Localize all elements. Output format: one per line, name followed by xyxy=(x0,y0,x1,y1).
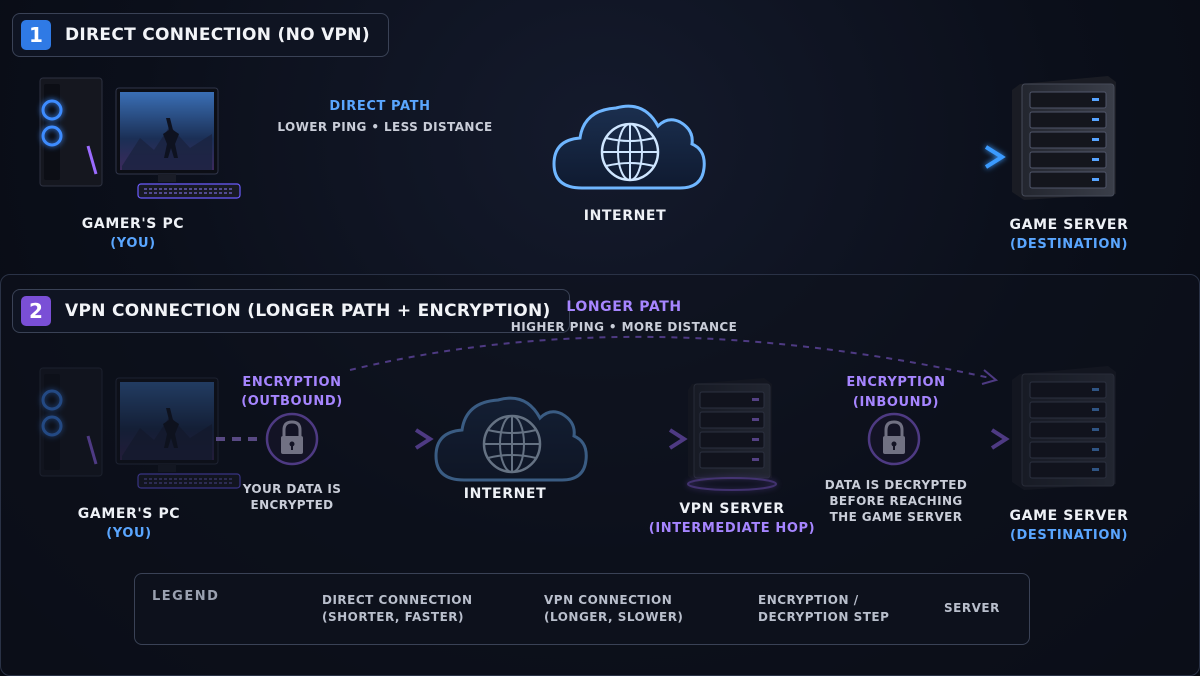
legend-title: LEGEND xyxy=(152,589,220,604)
legend-vpn-line-2: (LONGER, SLOWER) xyxy=(544,610,684,624)
enc-outbound-note-2: ENCRYPTED xyxy=(250,498,334,512)
direct-path-subtitle: LOWER PING • LESS DISTANCE xyxy=(277,120,493,134)
gamers-pc-label-2: GAMER'S PC xyxy=(77,506,181,522)
enc-inbound-sub: (INBOUND) xyxy=(852,395,940,410)
vpn-server-label: VPN SERVER xyxy=(679,501,785,517)
internet-label-1: INTERNET xyxy=(583,208,667,224)
cloud-globe-icon-1 xyxy=(552,104,706,190)
section1-number-badge: 1 xyxy=(21,20,51,50)
game-server-sub-1: (DESTINATION) xyxy=(1010,237,1128,252)
game-server-icon-1 xyxy=(1011,75,1117,201)
gamers-pc-sub-2: (YOU) xyxy=(106,526,152,541)
section2-number-badge: 2 xyxy=(21,296,51,326)
gamers-pc-sub-1: (YOU) xyxy=(110,236,156,251)
direct-path-title: DIRECT PATH xyxy=(329,99,431,114)
enc-inbound-note-1: DATA IS DECRYPTED xyxy=(824,478,968,492)
legend-direct-line-2: (SHORTER, FASTER) xyxy=(322,610,465,624)
legend-server-label: SERVER xyxy=(944,601,1000,615)
longer-path-title: LONGER PATH xyxy=(566,299,682,315)
enc-outbound-note-1: YOUR DATA IS xyxy=(242,482,342,496)
direct-arrowhead xyxy=(984,145,1006,169)
legend-direct-line-1: DIRECT CONNECTION xyxy=(322,593,473,607)
enc-outbound-title: ENCRYPTION xyxy=(242,375,342,390)
longer-path-subtitle: HIGHER PING • MORE DISTANCE xyxy=(510,320,738,334)
gamers-pc-icon-1 xyxy=(40,78,240,198)
section1-title: DIRECT CONNECTION (NO VPN) xyxy=(65,25,370,45)
game-server-label-2: GAME SERVER xyxy=(1009,508,1129,524)
game-server-sub-2: (DESTINATION) xyxy=(1010,528,1128,543)
legend-box xyxy=(134,573,1030,645)
section2-header: 2 VPN CONNECTION (LONGER PATH + ENCRYPTI… xyxy=(12,289,570,333)
section2-title: VPN CONNECTION (LONGER PATH + ENCRYPTION… xyxy=(65,301,551,321)
internet-label-2: INTERNET xyxy=(463,486,547,502)
vpn-server-sub: (INTERMEDIATE HOP) xyxy=(648,521,816,536)
enc-outbound-sub: (OUTBOUND) xyxy=(241,394,343,409)
section1-header: 1 DIRECT CONNECTION (NO VPN) xyxy=(12,13,389,57)
legend-enc-line-2: DECRYPTION STEP xyxy=(758,610,890,624)
legend-enc-line-1: ENCRYPTION / xyxy=(758,593,859,607)
enc-inbound-note-2: BEFORE REACHING xyxy=(829,494,963,508)
gamers-pc-label-1: GAMER'S PC xyxy=(81,216,185,232)
legend-vpn-line-1: VPN CONNECTION xyxy=(544,593,673,607)
enc-inbound-title: ENCRYPTION xyxy=(846,375,946,390)
game-server-label-1: GAME SERVER xyxy=(1009,217,1129,233)
enc-inbound-note-3: THE GAME SERVER xyxy=(829,510,963,524)
